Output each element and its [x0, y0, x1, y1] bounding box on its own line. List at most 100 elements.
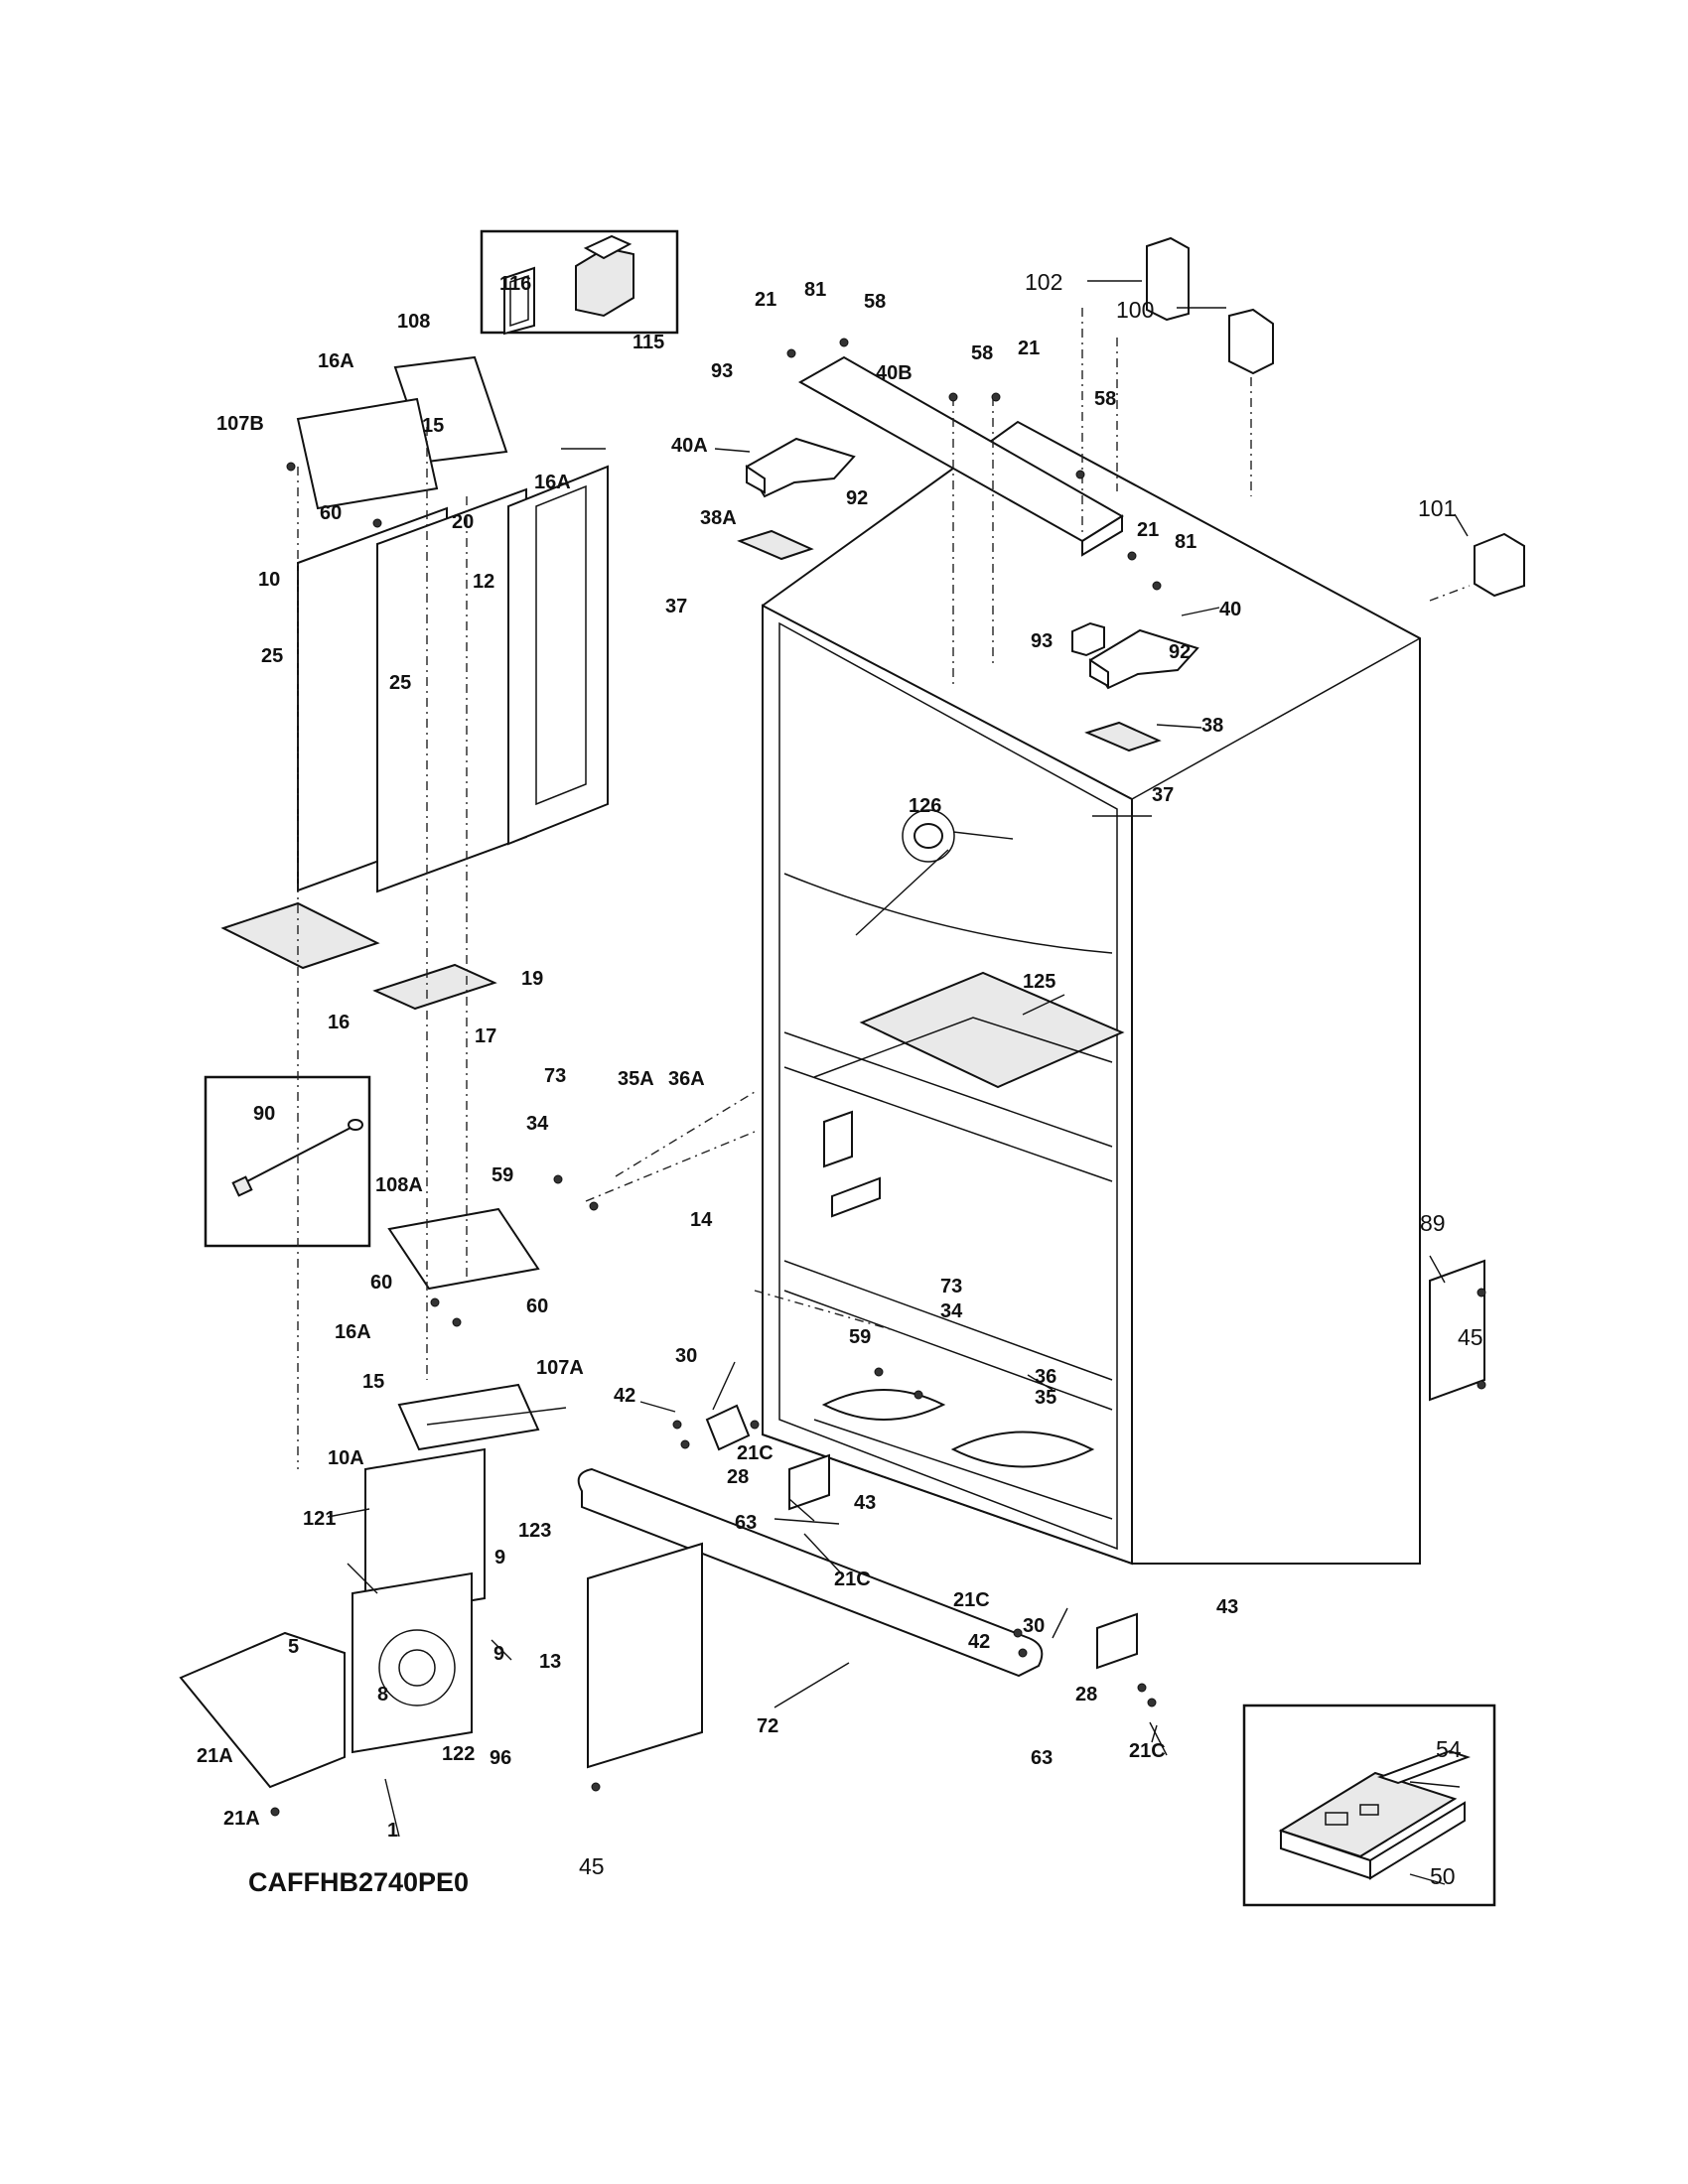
- callout-10: 10: [258, 569, 280, 591]
- callout-107a: 107A: [536, 1357, 584, 1379]
- control-board-drawing: [1278, 1749, 1472, 1880]
- rear-access-panel: [1429, 1259, 1485, 1402]
- callout-122: 122: [442, 1743, 475, 1765]
- callout-5: 5: [288, 1636, 299, 1658]
- water-filter-housing-drawing: [503, 234, 634, 336]
- callout-30-b: 30: [1023, 1615, 1045, 1637]
- fan-motor-assembly: [179, 1447, 703, 1789]
- callout-38: 38: [1201, 715, 1223, 737]
- callout-81-a: 81: [804, 279, 826, 301]
- callout-12: 12: [473, 571, 494, 593]
- top-hinge-cover-rail: [797, 355, 1124, 557]
- screw-markers: [270, 338, 1486, 1817]
- callout-15-low: 15: [362, 1371, 384, 1393]
- lower-hinges: [705, 1404, 1138, 1670]
- callout-59-a: 59: [492, 1164, 513, 1186]
- callout-37-a: 37: [665, 596, 687, 617]
- callout-60-b: 60: [370, 1272, 392, 1294]
- freezer-drawer-slides: [220, 465, 609, 1011]
- callout-16a-mid: 16A: [534, 472, 571, 493]
- callout-108: 108: [397, 311, 430, 333]
- callout-92-a: 92: [846, 487, 868, 509]
- callout-30-a: 30: [675, 1345, 697, 1367]
- callout-9-a: 9: [494, 1547, 505, 1569]
- icemaker-cover-assembly: [296, 355, 508, 510]
- callout-93-b: 93: [1031, 630, 1053, 652]
- callout-21c-a: 21C: [737, 1442, 774, 1464]
- callout-100: 100: [1116, 297, 1154, 323]
- callout-21c-d: 21C: [1129, 1740, 1166, 1762]
- callout-40b: 40B: [876, 362, 913, 384]
- callout-123: 123: [518, 1520, 551, 1542]
- leader-lines: [327, 280, 1469, 1885]
- inset-box-control-board: [1242, 1704, 1496, 1907]
- callout-36a: 36A: [668, 1068, 705, 1090]
- top-hinge-left: [737, 437, 856, 561]
- callout-72: 72: [757, 1715, 778, 1737]
- refrigerator-cabinet: [762, 420, 1421, 1566]
- callout-36: 36: [1035, 1366, 1056, 1388]
- callout-43-a: 43: [854, 1492, 876, 1514]
- inset-box-sensor: [204, 1075, 371, 1248]
- callout-17: 17: [475, 1025, 496, 1047]
- callout-42-a: 42: [614, 1385, 635, 1407]
- callout-59-b: 59: [849, 1326, 871, 1348]
- callout-60-c: 60: [526, 1296, 548, 1317]
- callout-60-top: 60: [320, 502, 342, 524]
- callout-34-a: 34: [526, 1113, 549, 1135]
- callout-40: 40: [1219, 599, 1241, 620]
- inset-box-water-filter: [480, 229, 679, 335]
- callout-35: 35: [1035, 1387, 1056, 1409]
- callout-50: 50: [1430, 1863, 1456, 1889]
- callout-15-top: 15: [422, 415, 444, 437]
- callout-14: 14: [690, 1209, 713, 1231]
- callout-35a: 35A: [618, 1068, 654, 1090]
- callout-13: 13: [539, 1651, 561, 1673]
- model-number: CAFFHB2740PE0: [248, 1867, 469, 1897]
- callout-38a: 38A: [700, 507, 737, 529]
- callout-45-right: 45: [1458, 1324, 1483, 1350]
- callout-58-a: 58: [864, 291, 886, 313]
- callout-16: 16: [328, 1012, 350, 1033]
- callout-121: 121: [303, 1508, 336, 1530]
- callout-73-b: 73: [940, 1276, 962, 1297]
- callout-25-b: 25: [389, 672, 411, 694]
- callout-126: 126: [909, 795, 941, 817]
- callout-58-b: 58: [971, 342, 993, 364]
- callout-73-a: 73: [544, 1065, 566, 1087]
- callout-81-b: 81: [1175, 531, 1196, 553]
- callout-42-b: 42: [968, 1631, 990, 1653]
- callout-102: 102: [1025, 269, 1062, 295]
- callout-19: 19: [521, 968, 543, 990]
- callout-16a-top: 16A: [318, 350, 354, 372]
- callout-21-c: 21: [1137, 519, 1159, 541]
- callout-21-a: 21: [755, 289, 776, 311]
- callout-108a: 108A: [375, 1174, 423, 1196]
- callout-89: 89: [1420, 1210, 1446, 1236]
- callout-43-b: 43: [1216, 1596, 1238, 1618]
- callout-21a-b: 21A: [223, 1808, 260, 1830]
- callout-93-a: 93: [711, 360, 733, 382]
- callout-63-b: 63: [1031, 1747, 1053, 1769]
- callout-8: 8: [377, 1684, 388, 1706]
- callout-28-a: 28: [727, 1466, 749, 1488]
- callout-125: 125: [1023, 971, 1055, 993]
- callout-9-b: 9: [493, 1643, 504, 1665]
- callout-54: 54: [1436, 1736, 1462, 1762]
- callout-21-b: 21: [1018, 338, 1040, 359]
- callout-28-b: 28: [1075, 1684, 1097, 1706]
- callout-58-c: 58: [1094, 388, 1116, 410]
- callout-40a: 40A: [671, 435, 708, 457]
- callout-21c-b: 21C: [834, 1569, 871, 1590]
- callout-34-b: 34: [940, 1300, 963, 1322]
- sensor-probe-drawing: [231, 1119, 363, 1197]
- callout-1: 1: [387, 1820, 398, 1842]
- top-hinge-right: [1084, 628, 1199, 752]
- callout-92-b: 92: [1169, 641, 1191, 663]
- callout-21a-a: 21A: [197, 1745, 233, 1767]
- callout-115: 115: [633, 332, 664, 353]
- callout-116: 116: [499, 273, 531, 295]
- callout-21c-c: 21C: [953, 1589, 990, 1611]
- top-right-hinge-covers: [1146, 236, 1525, 598]
